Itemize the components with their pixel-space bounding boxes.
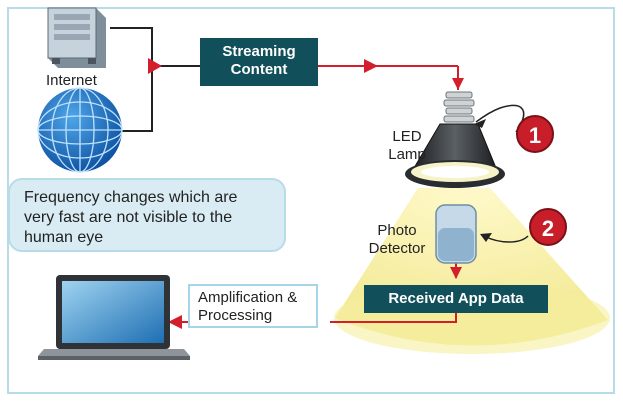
marker-two-text: 2 <box>541 216 555 241</box>
wire-server <box>110 27 153 132</box>
marker-2 <box>529 208 567 246</box>
led-lamp-icon <box>405 91 505 188</box>
amplification-box: Amplification & Processing <box>188 284 318 328</box>
internet-label: Internet <box>46 72 97 89</box>
photo-detector-icon <box>435 204 477 264</box>
marker-one-text: 1 <box>528 123 542 148</box>
streaming-label: Streaming Content <box>222 43 296 78</box>
amplification-label: Amplification & Processing <box>198 289 298 324</box>
received-app-data-box: Received App Data <box>364 285 548 313</box>
photo-detector-label: Photo Detector <box>368 222 426 257</box>
streaming-content-box: Streaming Content <box>200 38 318 86</box>
note-text: Frequency changes which are very fast ar… <box>24 189 238 246</box>
led-lamp-label: LED Lamp <box>388 128 426 163</box>
info-note: Frequency changes which are very fast ar… <box>8 178 286 252</box>
received-app-data-label: Received App Data <box>388 290 524 307</box>
globe-icon <box>37 87 123 173</box>
marker-1 <box>516 115 554 153</box>
laptop-icon <box>38 275 190 360</box>
server-icon <box>47 7 106 68</box>
